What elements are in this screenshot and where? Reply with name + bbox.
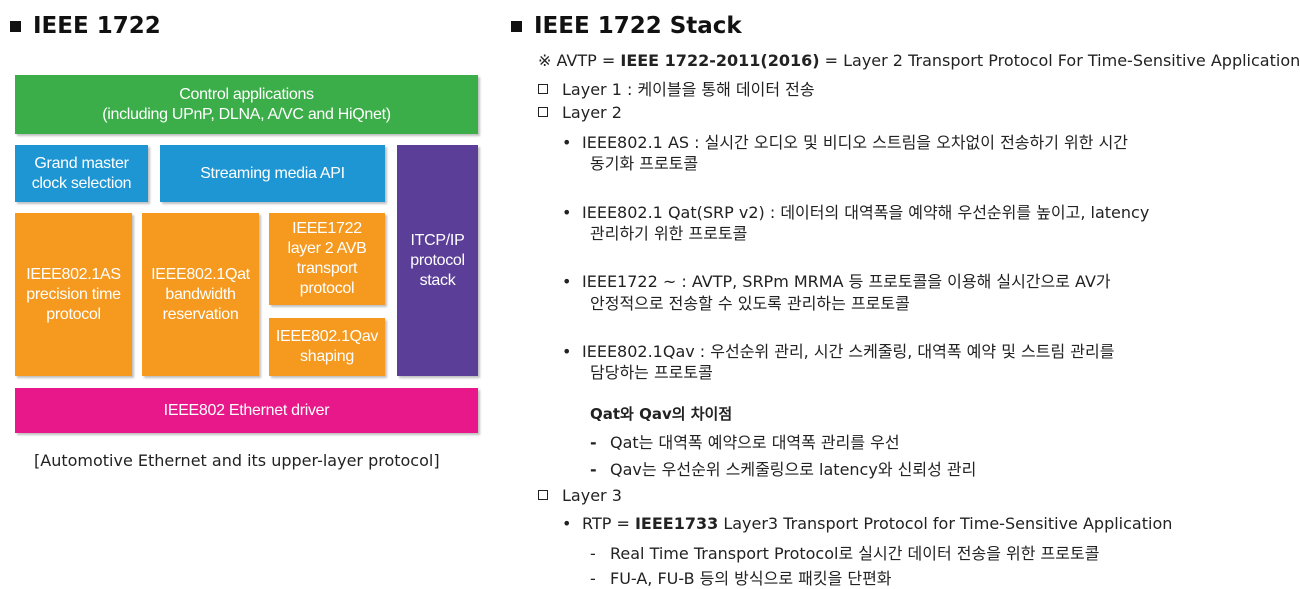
right-heading: IEEE 1722 Stack	[511, 13, 742, 39]
left-heading: IEEE 1722	[10, 13, 161, 39]
ieee8021as-item-cont: 동기화 프로토콜	[590, 154, 699, 173]
rtp-subitem-1: -Real Time Transport Protocol로 실시간 데이터 전…	[590, 544, 1100, 563]
protocol-stack-diagram: Control applications (including UPnP, DL…	[15, 75, 478, 433]
rtp-subitem-2: -FU-A, FU-B 등의 방식으로 패킷을 단편화	[590, 569, 892, 588]
ieee1722-item: •IEEE1722 ~ : AVTP, SRPm MRMA 등 프로토콜을 이용…	[562, 272, 1111, 291]
rtp-item: •RTP = IEEE1733 Layer3 Transport Protoco…	[562, 514, 1173, 533]
dash-bullet-icon: -	[590, 569, 596, 588]
dash-bullet-icon: -	[590, 460, 597, 479]
dash-bullet-icon: -	[590, 544, 596, 563]
layer2-item: Layer 2	[538, 103, 622, 122]
block-streaming-api: Streaming media API	[160, 145, 385, 202]
hollow-square-bullet-icon	[538, 490, 548, 500]
ieee8021as-item: •IEEE802.1 AS : 실시간 오디오 및 비디오 스트림을 오차없이 …	[562, 133, 1129, 152]
dot-bullet-icon: •	[562, 514, 572, 533]
ieee8021qav-item: •IEEE802.1Qav : 우선순위 관리, 시간 스케줄링, 대역폭 예약…	[562, 342, 1115, 361]
dot-bullet-icon: •	[562, 133, 572, 152]
block-grand-master: Grand master clock selection	[15, 145, 148, 202]
block-ieee8021as: IEEE802.1AS precision time protocol	[15, 213, 132, 376]
block-ieee1722-avb: IEEE1722 layer 2 AVB transport protocol	[269, 213, 385, 305]
block-tcpip-stack: ITCP/IP protocol stack	[397, 145, 478, 376]
ieee8021qav-item-cont: 담당하는 프로토콜	[590, 363, 713, 382]
dot-bullet-icon: •	[562, 342, 572, 361]
square-bullet-icon	[511, 20, 522, 32]
difference-item-1: -Qat는 대역폭 예약으로 대역폭 관리를 우선	[590, 433, 900, 452]
dot-bullet-icon: •	[562, 272, 572, 291]
dot-bullet-icon: •	[562, 203, 572, 222]
difference-item-2: -Qav는 우선순위 스케줄링으로 latency와 신뢰성 관리	[590, 460, 977, 479]
qat-qav-difference-title: Qat와 Qav의 차이점	[590, 405, 733, 423]
ieee8021qat-item-cont: 관리하기 위한 프로토콜	[590, 224, 748, 243]
dash-bullet-icon: -	[590, 433, 597, 452]
block-ieee8021qav: IEEE802.1Qav shaping	[269, 318, 385, 376]
diagram-caption: [Automotive Ethernet and its upper-layer…	[34, 451, 440, 470]
ieee1722-item-cont: 안정적으로 전송할 수 있도록 관리하는 프로토콜	[590, 294, 910, 313]
square-bullet-icon	[10, 20, 21, 32]
block-control-applications: Control applications (including UPnP, DL…	[15, 75, 478, 134]
block-ethernet-driver: IEEE802 Ethernet driver	[15, 388, 478, 433]
hollow-square-bullet-icon	[538, 107, 548, 117]
hollow-square-bullet-icon	[538, 84, 548, 94]
layer1-item: Layer 1 : 케이블을 통해 데이터 전송	[538, 76, 815, 100]
avtp-note: ※ AVTP = IEEE 1722-2011(2016) = Layer 2 …	[538, 51, 1300, 70]
block-ieee8021qat: IEEE802.1Qat bandwidth reservation	[142, 213, 259, 376]
layer3-item: Layer 3	[538, 486, 622, 505]
ieee8021qat-item: •IEEE802.1 Qat(SRP v2) : 데이터의 대역폭을 예약해 우…	[562, 203, 1150, 222]
